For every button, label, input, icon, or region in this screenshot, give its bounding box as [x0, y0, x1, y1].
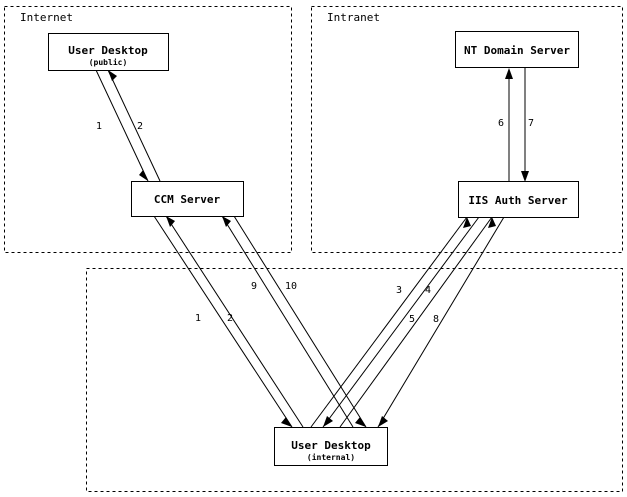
- flow-arrowhead-4-iis-to-internal: [323, 416, 333, 427]
- flow-label-10: 10: [285, 281, 297, 292]
- flow-label-1-public: 1: [96, 121, 102, 132]
- node-iis-auth-server[interactable]: IIS Auth Server: [458, 181, 579, 218]
- zone-intranet-boundary: [311, 6, 623, 253]
- flow-arrowhead-10-ccm-to-internal: [355, 417, 366, 427]
- node-title-nt-domain-server: NT Domain Server: [464, 44, 570, 57]
- flow-arrowhead-8-iis-to-internal: [378, 416, 388, 427]
- flow-label-2-internal: 2: [227, 313, 233, 324]
- flow-arrowhead-5-internal-to-iis: [488, 217, 496, 228]
- node-box-user-desktop-internal[interactable]: [274, 427, 388, 466]
- node-group: User Desktop (public) CCM Server NT Doma…: [48, 31, 579, 466]
- flow-line-2-ccm-to-public: [107, 69, 161, 182]
- zone-internal-lan-boundary: [86, 268, 623, 492]
- flow-line-1-public-to-ccm: [95, 69, 149, 182]
- flow-line-3-internal-to-iis: [310, 216, 468, 428]
- zone-internet-boundary: [4, 6, 292, 253]
- flow-line-8-iis-to-internal: [377, 216, 505, 428]
- flow-label-1-internal: 1: [195, 313, 201, 324]
- flow-line-9-internal-to-ccm: [221, 215, 354, 428]
- flow-label-5: 5: [409, 314, 415, 325]
- flow-label-2-public: 2: [137, 121, 143, 132]
- flow-label-8: 8: [433, 314, 439, 325]
- flow-arrowhead-6-iis-to-nt: [505, 68, 513, 79]
- flow-label-9: 9: [251, 281, 257, 292]
- connector-group: CCM Server --> User Desktop (internal) (…: [95, 67, 529, 428]
- zone-label-internet: Internet: [20, 11, 73, 24]
- flow-arrowhead-2-ccm-to-public: [108, 70, 117, 81]
- flow-line-1-ccm-to-internal: [153, 215, 293, 428]
- zone-label-intranet: Intranet: [327, 11, 380, 24]
- node-title-iis-auth-server: IIS Auth Server: [468, 194, 568, 207]
- flow-label-6: 6: [498, 118, 504, 129]
- node-title-ccm-server: CCM Server: [154, 193, 221, 206]
- node-user-desktop-public[interactable]: User Desktop (public): [48, 33, 169, 71]
- node-nt-domain-server[interactable]: NT Domain Server: [455, 31, 579, 68]
- node-title-user-desktop-public: User Desktop: [68, 44, 148, 57]
- node-box-user-desktop-public[interactable]: [48, 33, 169, 71]
- flow-label-4: 4: [425, 285, 431, 296]
- flow-line-2-internal-to-ccm: [165, 215, 304, 428]
- flow-arrowhead-1-public-to-ccm: [139, 170, 148, 181]
- flow-arrowhead-9-internal-to-ccm: [222, 216, 231, 227]
- node-box-nt-domain-server[interactable]: [455, 31, 579, 68]
- node-box-ccm-server[interactable]: [131, 181, 244, 217]
- flow-line-4-iis-to-internal: [322, 216, 480, 428]
- flow-line-10-ccm-to-internal: [233, 215, 367, 428]
- flow-label-7: 7: [528, 118, 534, 129]
- flow-arrowhead-2-internal-to-ccm: [166, 216, 175, 227]
- node-title-user-desktop-internal: User Desktop: [291, 439, 371, 452]
- flow-arrowhead-3-internal-to-iis: [463, 217, 471, 228]
- node-subtitle-user-desktop-internal: (internal): [307, 452, 355, 462]
- flow-label-3: 3: [396, 285, 402, 296]
- node-subtitle-user-desktop-public: (public): [89, 57, 128, 67]
- flow-label-group: 1 2 1 2 3 4 5 6 7 8 9 10: [96, 118, 534, 325]
- flow-arrowhead-1-ccm-to-internal: [281, 417, 292, 427]
- node-ccm-server[interactable]: CCM Server: [131, 181, 244, 217]
- zone-group: Internet Intranet: [4, 6, 623, 492]
- flow-arrowhead-7-nt-to-iis: [521, 171, 529, 182]
- node-user-desktop-internal[interactable]: User Desktop (internal): [274, 427, 388, 466]
- flow-line-5-internal-to-iis: [339, 216, 493, 428]
- node-box-iis-auth-server[interactable]: [458, 181, 579, 218]
